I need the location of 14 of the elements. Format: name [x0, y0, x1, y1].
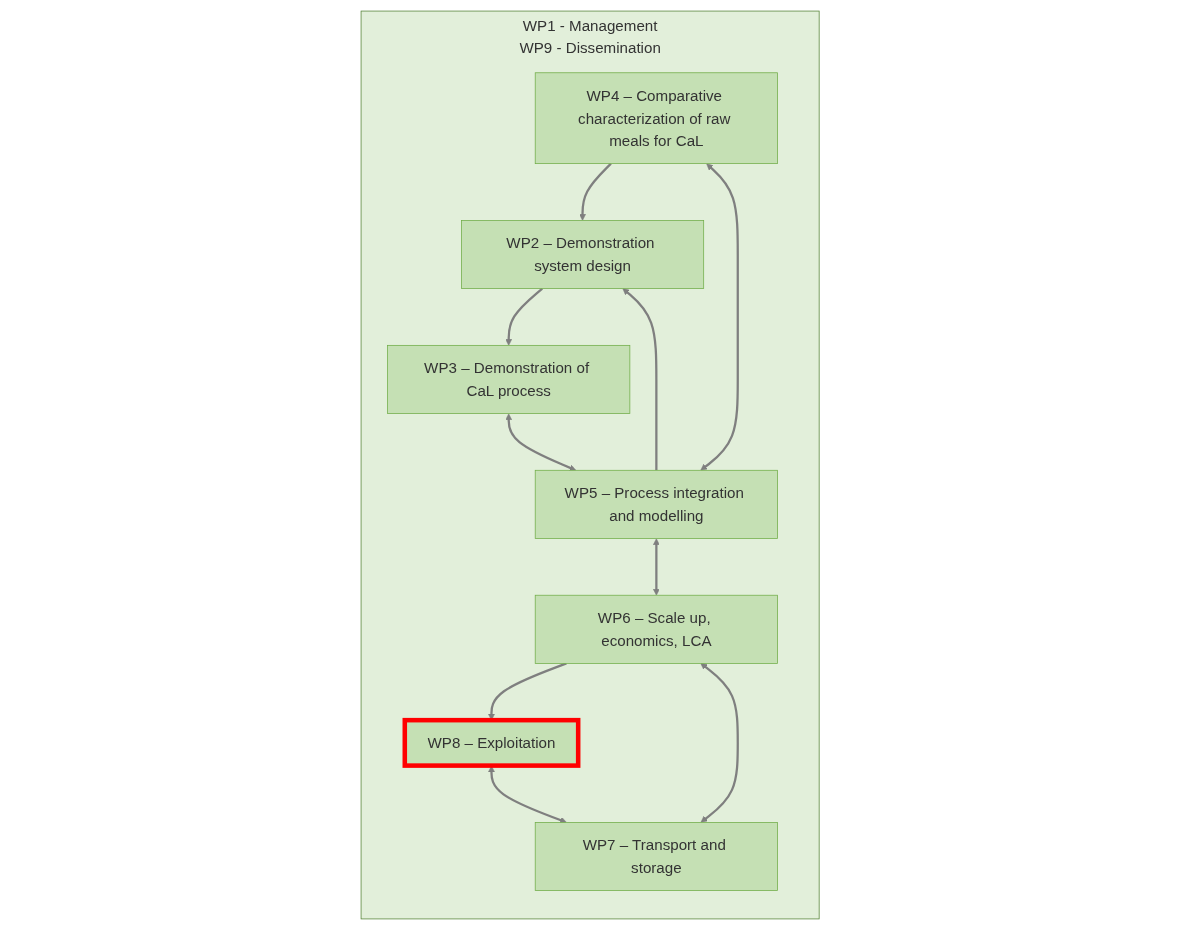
- arrow: [700, 663, 740, 823]
- arrow: [622, 288, 658, 471]
- arrow: [505, 413, 577, 471]
- arrow: [579, 162, 613, 221]
- node-box: WP2 – Demonstration system design: [461, 220, 705, 289]
- node-box: WP7 – Transport and storage: [535, 822, 779, 891]
- node-box: WP6 – Scale up, economics, LCA: [535, 594, 779, 664]
- node-box: WP5 – Process integration and modelling: [535, 469, 779, 539]
- arrow: [700, 163, 740, 471]
- node-box: WP8 – Exploitation: [402, 717, 581, 768]
- arrow: [505, 287, 544, 346]
- arrow: [653, 538, 661, 596]
- node-box: WP4 – Comparative characterization of raw meals for CaL: [535, 72, 779, 164]
- node-box: WP3 – Demonstration of CaL process: [387, 345, 631, 414]
